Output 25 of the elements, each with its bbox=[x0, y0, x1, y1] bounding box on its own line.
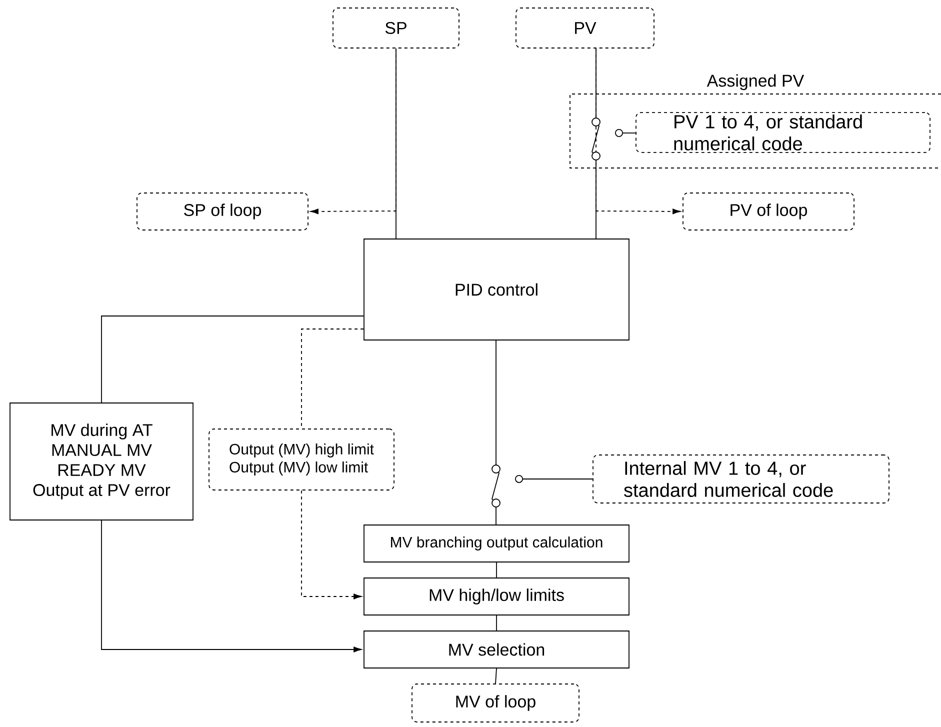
dashed-box: PV of loop bbox=[682, 192, 854, 230]
dashed-box: PV bbox=[516, 8, 654, 48]
arrow bbox=[615, 129, 636, 137]
connector-line bbox=[492, 340, 500, 525]
arrow bbox=[101, 520, 362, 652]
connector-line bbox=[101, 316, 364, 403]
process-box: MV branching output calculation bbox=[364, 524, 630, 562]
process-box: PID control bbox=[364, 238, 630, 340]
arrow bbox=[515, 475, 593, 483]
dashed-box: PV 1 to 4, or standard numerical code bbox=[636, 112, 930, 153]
connector-line bbox=[496, 562, 497, 578]
dashed-box: MV of loop bbox=[412, 684, 580, 722]
dashed-box: SP of loop bbox=[136, 192, 308, 230]
arrow bbox=[301, 490, 362, 600]
arrow bbox=[596, 48, 681, 214]
process-box: MV during AT MANUAL MV READY MV Output at PV error bbox=[10, 402, 194, 520]
process-box: MV selection bbox=[364, 630, 630, 668]
dashed-box: Internal MV 1 to 4, or standard numerical code bbox=[592, 454, 890, 504]
connector-line bbox=[495, 668, 497, 684]
connector-line bbox=[496, 615, 497, 631]
process-box: MV high/low limits bbox=[364, 578, 630, 616]
arrow bbox=[310, 48, 396, 214]
connector-line bbox=[301, 328, 364, 429]
dashed-box: Output (MV) high limit Output (MV) low limit bbox=[208, 428, 394, 490]
dashed-box: SP bbox=[332, 8, 460, 48]
